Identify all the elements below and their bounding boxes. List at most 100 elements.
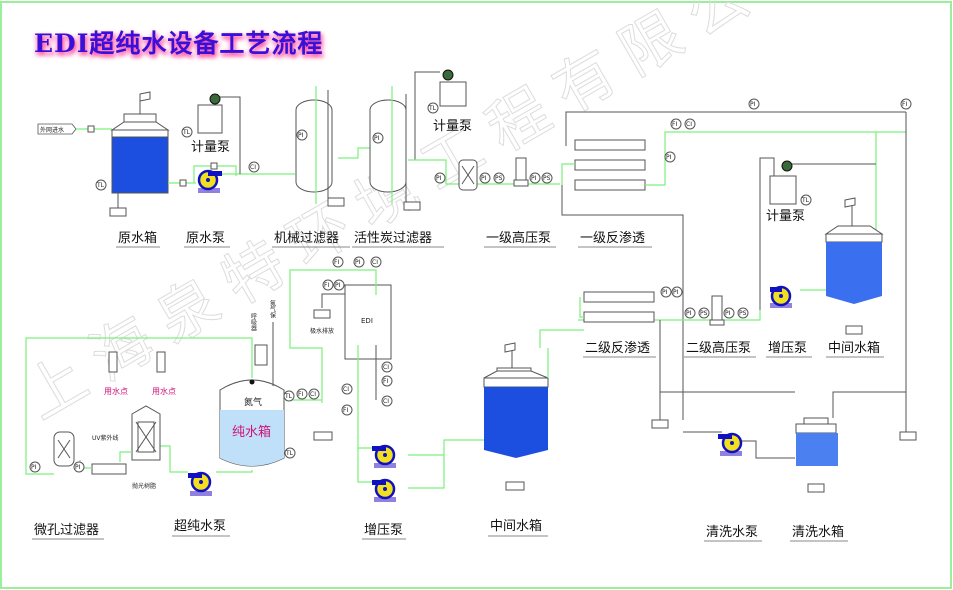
drain-icon [313, 309, 331, 319]
high-pressure-pump-1[interactable] [513, 157, 529, 187]
hp-pump-2-label: 二级高压泵 [686, 340, 751, 356]
ro-stage-2[interactable] [579, 291, 655, 323]
svg-text:PI: PI [725, 310, 731, 317]
watermark: 上海泉特环境工程有限公司 [12, 0, 827, 433]
cleaning-water-pump[interactable] [718, 432, 743, 456]
ultra-pure-water-pump[interactable] [188, 471, 212, 496]
intermediate-tank-1[interactable] [824, 197, 884, 335]
svg-text:PI: PI [531, 175, 537, 182]
svg-text:FI: FI [343, 407, 348, 414]
pi-instrument: PI [73, 461, 85, 473]
svg-text:TL: TL [801, 197, 810, 204]
pure-water-tank[interactable]: 氮气 纯水箱 [219, 379, 285, 467]
svg-text:FI: FI [324, 282, 329, 289]
tl-instrument: TL [95, 179, 107, 191]
ps-instrument: PS [493, 172, 505, 184]
uv-sterilizer[interactable] [91, 463, 127, 475]
pi-instrument: PI [353, 256, 365, 268]
pure-tank-label: 纯水箱 [232, 424, 271, 440]
concentrate-drain-label: 极水排放 [310, 327, 334, 335]
dosing-pump-2-label: 计量泵 [433, 119, 472, 134]
drain-icon [313, 431, 333, 441]
hp-pump-1-label: 一级高压泵 [486, 230, 551, 246]
pi-instrument: PI [660, 286, 672, 298]
booster-pump-2a[interactable] [372, 444, 396, 468]
svg-text:CI: CI [343, 386, 349, 393]
raw-water-tank[interactable] [109, 91, 170, 217]
ci-instrument: CI [370, 256, 382, 268]
breather-label: 呼吸器 [250, 313, 257, 332]
booster-pump-1-label: 增压泵 [768, 341, 807, 356]
edi-label: EDI [361, 317, 373, 325]
edi-module[interactable]: EDI [344, 284, 392, 360]
use-point-2[interactable]: 用水点 [152, 351, 176, 396]
ps-instrument: PS [541, 172, 553, 184]
mechanical-filter[interactable] [295, 86, 345, 207]
raw-water-pump[interactable] [197, 169, 222, 193]
pi-instrument: PI [333, 279, 345, 291]
svg-text:CI: CI [310, 391, 316, 398]
svg-text:FI: FI [672, 121, 677, 128]
booster-pump-1[interactable] [770, 285, 792, 308]
pi-instrument: PI [296, 129, 308, 141]
dosing-pump-2[interactable] [414, 69, 467, 160]
high-pressure-pump-2[interactable] [709, 295, 725, 326]
inlet: 外网进水 [37, 123, 77, 135]
carbon-filter[interactable] [369, 86, 421, 211]
ro-1-label: 一级反渗透 [580, 231, 645, 246]
use-point-1[interactable]: 用水点 [104, 351, 128, 396]
svg-text:TL: TL [96, 182, 105, 189]
cleaning-water-tank[interactable] [795, 417, 838, 493]
watermark-text: 上海泉特环境工程有限公司 [13, 0, 827, 433]
svg-text:PI: PI [374, 135, 380, 142]
raw-pump-label: 原水泵 [186, 231, 225, 246]
svg-text:PI: PI [335, 282, 341, 289]
svg-text:PI: PI [481, 175, 487, 182]
raw-tank-label: 原水箱 [118, 230, 157, 246]
ci-instrument: CI [381, 395, 393, 407]
micro-filter[interactable] [53, 431, 75, 467]
svg-text:PI: PI [298, 132, 304, 139]
security-filter[interactable] [458, 159, 478, 191]
svg-text:PS: PS [700, 310, 708, 317]
svg-text:CI: CI [372, 259, 378, 266]
cleaning-tank-label: 清洗水箱 [792, 524, 844, 540]
valve-icon[interactable] [210, 162, 218, 170]
pi-instrument: PI [671, 286, 683, 298]
dosing-pump-3[interactable] [759, 157, 876, 310]
svg-text:PI: PI [673, 289, 679, 296]
ci-instrument: CI [248, 161, 260, 173]
valve-icon[interactable] [87, 125, 95, 133]
svg-text:PI: PI [436, 175, 442, 182]
fi-instrument: FI [381, 375, 393, 387]
polishing-resin-vessel[interactable] [131, 405, 161, 461]
intermediate-tank-1-label: 中间水箱 [828, 340, 880, 356]
nitrogen-sparger-icon [249, 379, 255, 385]
intermediate-tank-2-label: 中间水箱 [490, 518, 542, 534]
uhp-pump-label: 超纯水泵 [174, 519, 226, 534]
pi-instrument: PI [29, 461, 41, 473]
use-point-1-label: 用水点 [104, 386, 128, 396]
inlet-label: 外网进水 [40, 126, 64, 134]
ro-stage-1[interactable] [561, 111, 906, 420]
flag-icon [139, 91, 151, 102]
cleaning-pump-label: 清洗水泵 [706, 525, 758, 540]
intermediate-tank-2[interactable] [483, 342, 549, 491]
booster-pump-2b[interactable] [372, 478, 396, 502]
svg-text:FI: FI [334, 259, 339, 266]
breather: 呼吸器 [250, 313, 268, 366]
dosing-pump-1[interactable] [197, 93, 241, 174]
valve-icon[interactable] [179, 179, 187, 187]
ci-instrument: CI [341, 383, 353, 395]
svg-text:PS: PS [543, 175, 551, 182]
svg-text:FI: FI [298, 391, 303, 398]
fi-instrument: FI [900, 98, 912, 110]
dosing-pump-1-label: 计量泵 [191, 140, 230, 155]
svg-text:PS: PS [739, 310, 747, 317]
fi-instrument: FI [670, 118, 682, 130]
svg-text:PI: PI [31, 464, 37, 471]
use-point-2-label: 用水点 [152, 386, 176, 396]
tl-instrument: TL [283, 390, 295, 402]
